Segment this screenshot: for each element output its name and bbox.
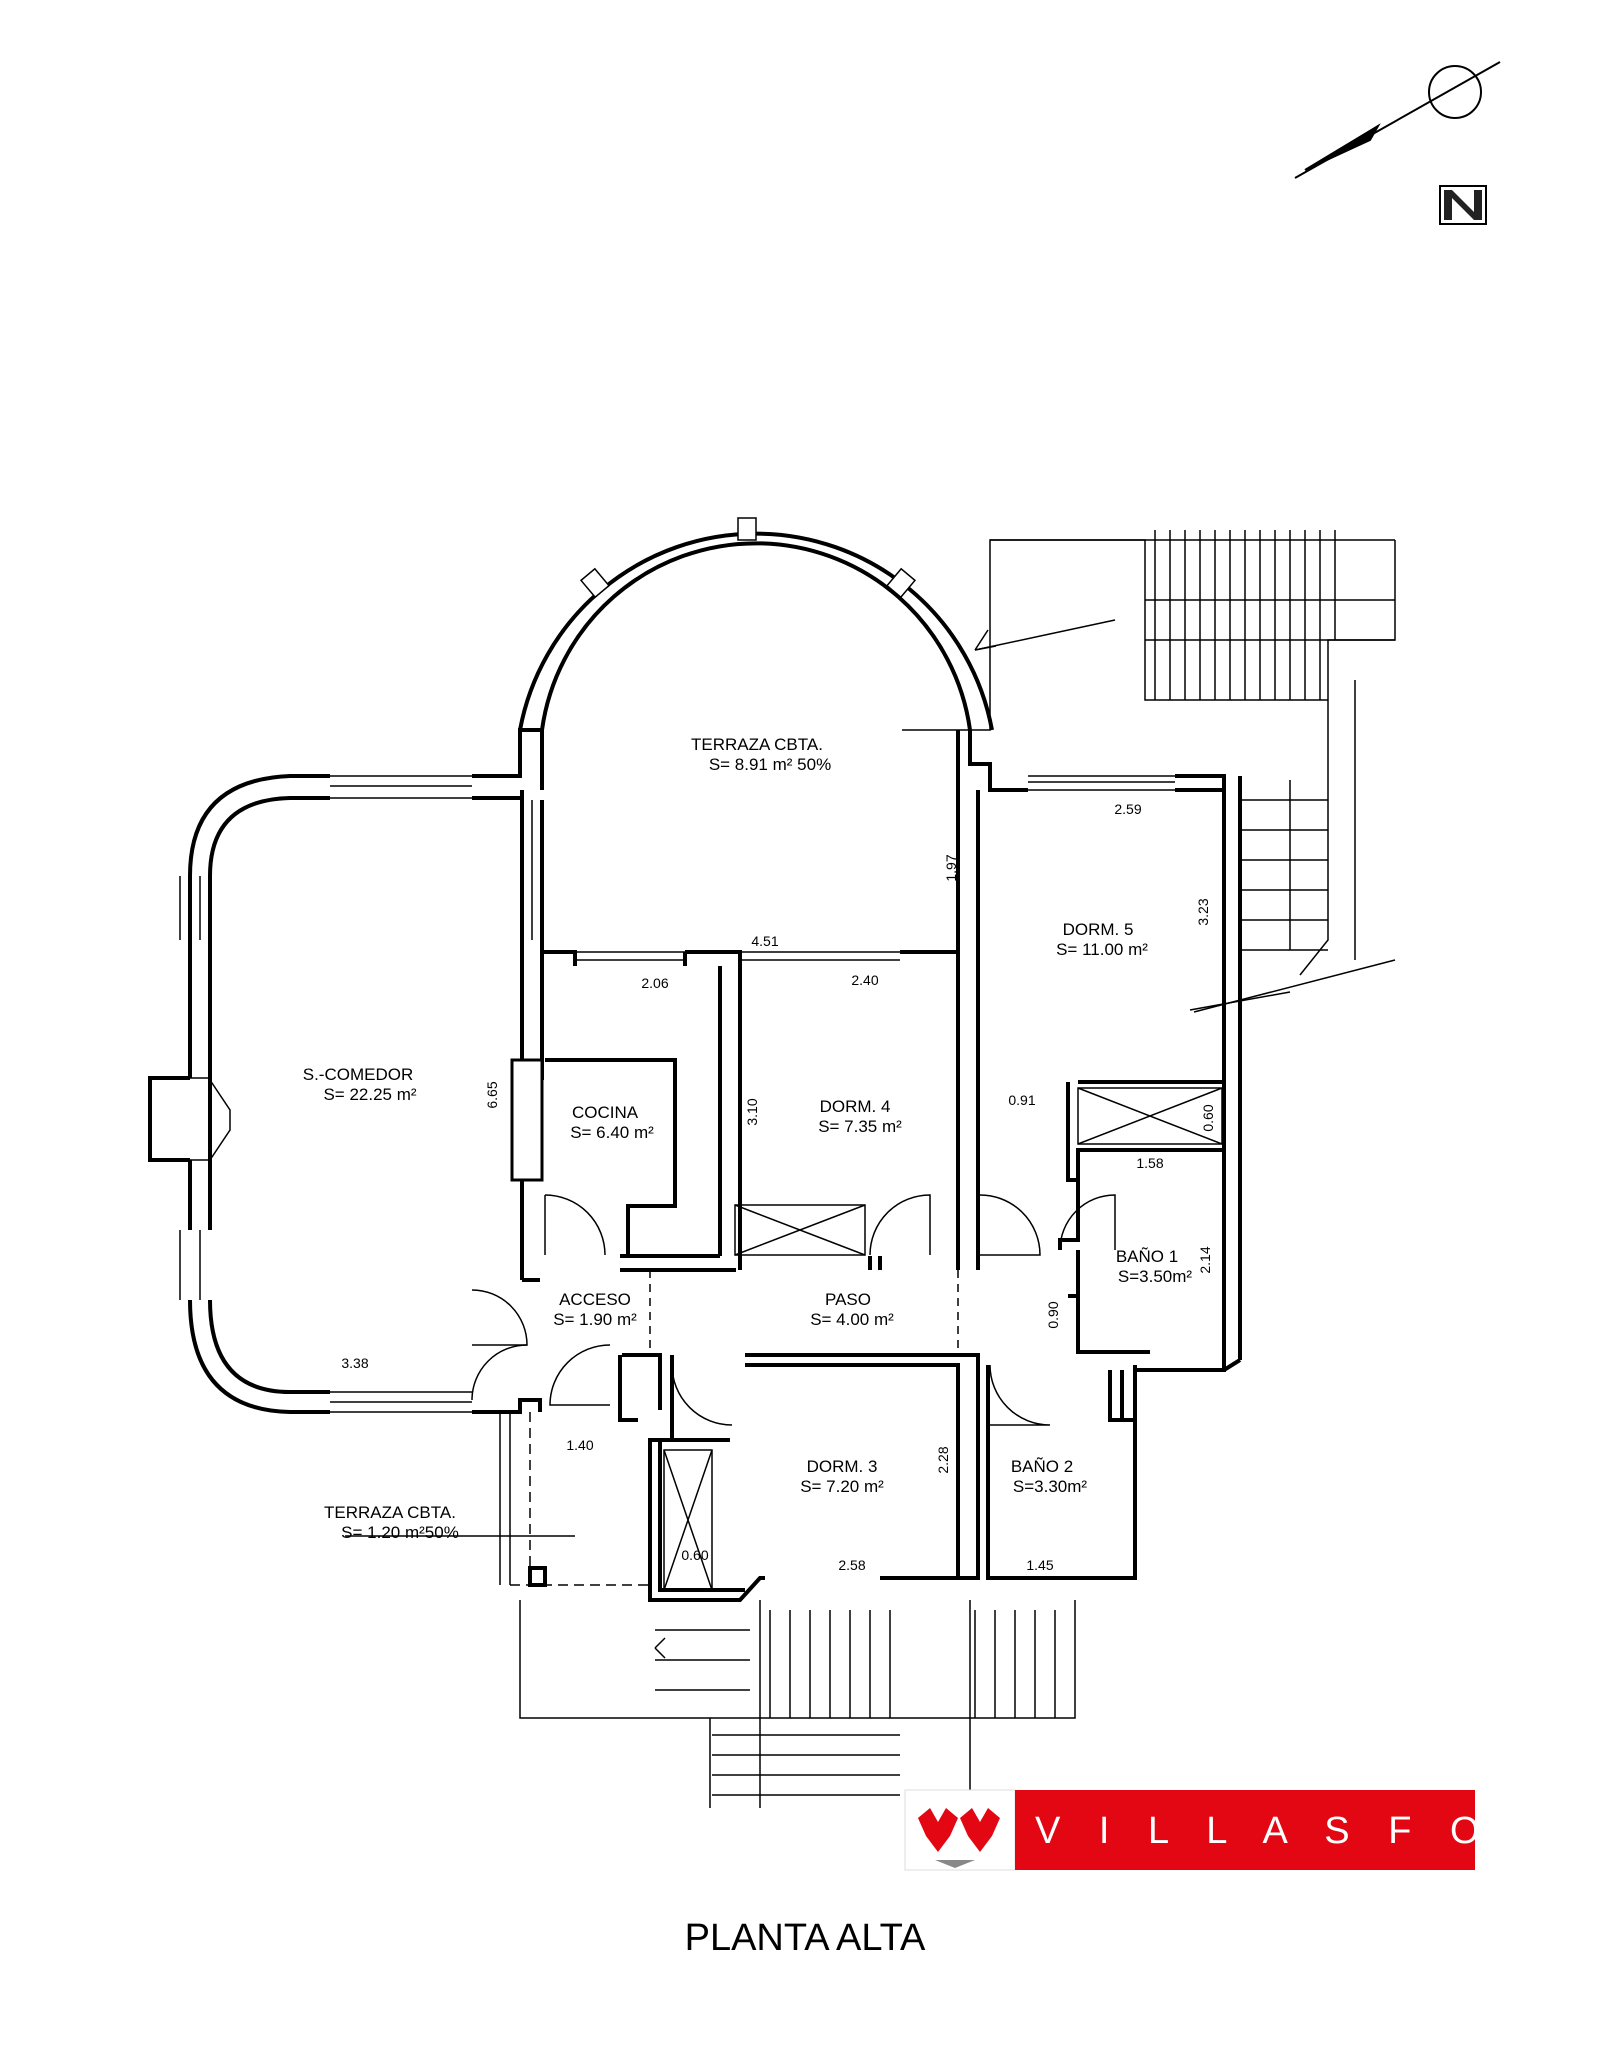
room-name: DORM. 4 [820,1097,891,1116]
plan-title: PLANTA ALTA [685,1917,926,1959]
dimension-label: 1.40 [566,1437,593,1453]
room-area: S= 6.40 m² [570,1123,654,1142]
dimension-label: 1.58 [1136,1155,1163,1171]
fox-logo-icon [918,1808,1000,1868]
room-name: TERRAZA CBTA. [324,1503,456,1522]
dimension-label: 3.38 [341,1355,368,1371]
room-area: S= 8.91 m² 50% [709,755,831,774]
dimension-label: 0.90 [1045,1301,1061,1328]
thin-lines [150,517,1396,1808]
room-name: DORM. 5 [1063,920,1134,939]
room-name: BAÑO 1 [1116,1247,1178,1266]
room-name: PASO [825,1290,871,1309]
brand-text: V I L L A S F O X . C O M [1035,1810,1615,1852]
brand-logo: V I L L A S F O X . C O M [904,1789,1615,1871]
room-name: ACCESO [559,1290,631,1309]
dimension-label: 3.10 [744,1098,760,1125]
dimension-label: 2.40 [851,972,878,988]
dimension-label: 0.91 [1008,1092,1035,1108]
north-arrow-icon [1294,61,1501,179]
dimension-label: 2.06 [641,975,668,991]
room-name: DORM. 3 [807,1457,878,1476]
dimension-label: 1.97 [943,854,959,881]
dimension-label: 1.45 [1026,1557,1053,1573]
dimension-label: 6.65 [484,1081,500,1108]
room-area: S=3.50m² [1118,1267,1193,1286]
dimension-label: 2.58 [838,1557,865,1573]
room-name: TERRAZA CBTA. [691,735,823,754]
dimension-label: 0.60 [1200,1104,1216,1131]
room-area: S= 1.90 m² [553,1310,637,1329]
dimension-label: 2.28 [935,1446,951,1473]
room-area: S= 7.20 m² [800,1477,884,1496]
dimension-label: 0.60 [681,1547,708,1563]
dimension-label: 2.59 [1114,801,1141,817]
room-area: S= 4.00 m² [810,1310,894,1329]
room-name: BAÑO 2 [1011,1457,1073,1476]
room-area: S=3.30m² [1013,1477,1088,1496]
room-area: S= 1.20 m²50% [341,1523,459,1542]
compass-n-icon: N [1439,185,1487,225]
room-area: S= 11.00 m² [1056,940,1148,959]
dimension-label: 4.51 [751,933,778,949]
room-name: S.-COMEDOR [303,1065,414,1084]
dimension-label: 3.23 [1195,898,1211,925]
dimension-labels: 2.59 3.23 1.97 4.51 2.06 2.40 6.65 3.10 … [341,801,1216,1573]
dimension-label: 2.14 [1197,1246,1213,1273]
room-area: S= 22.25 m² [323,1085,416,1104]
room-labels: TERRAZA CBTA. S= 8.91 m² 50% S.-COMEDOR … [303,735,1193,1542]
room-area: S= 7.35 m² [818,1117,902,1136]
room-name: COCINA [572,1103,639,1122]
